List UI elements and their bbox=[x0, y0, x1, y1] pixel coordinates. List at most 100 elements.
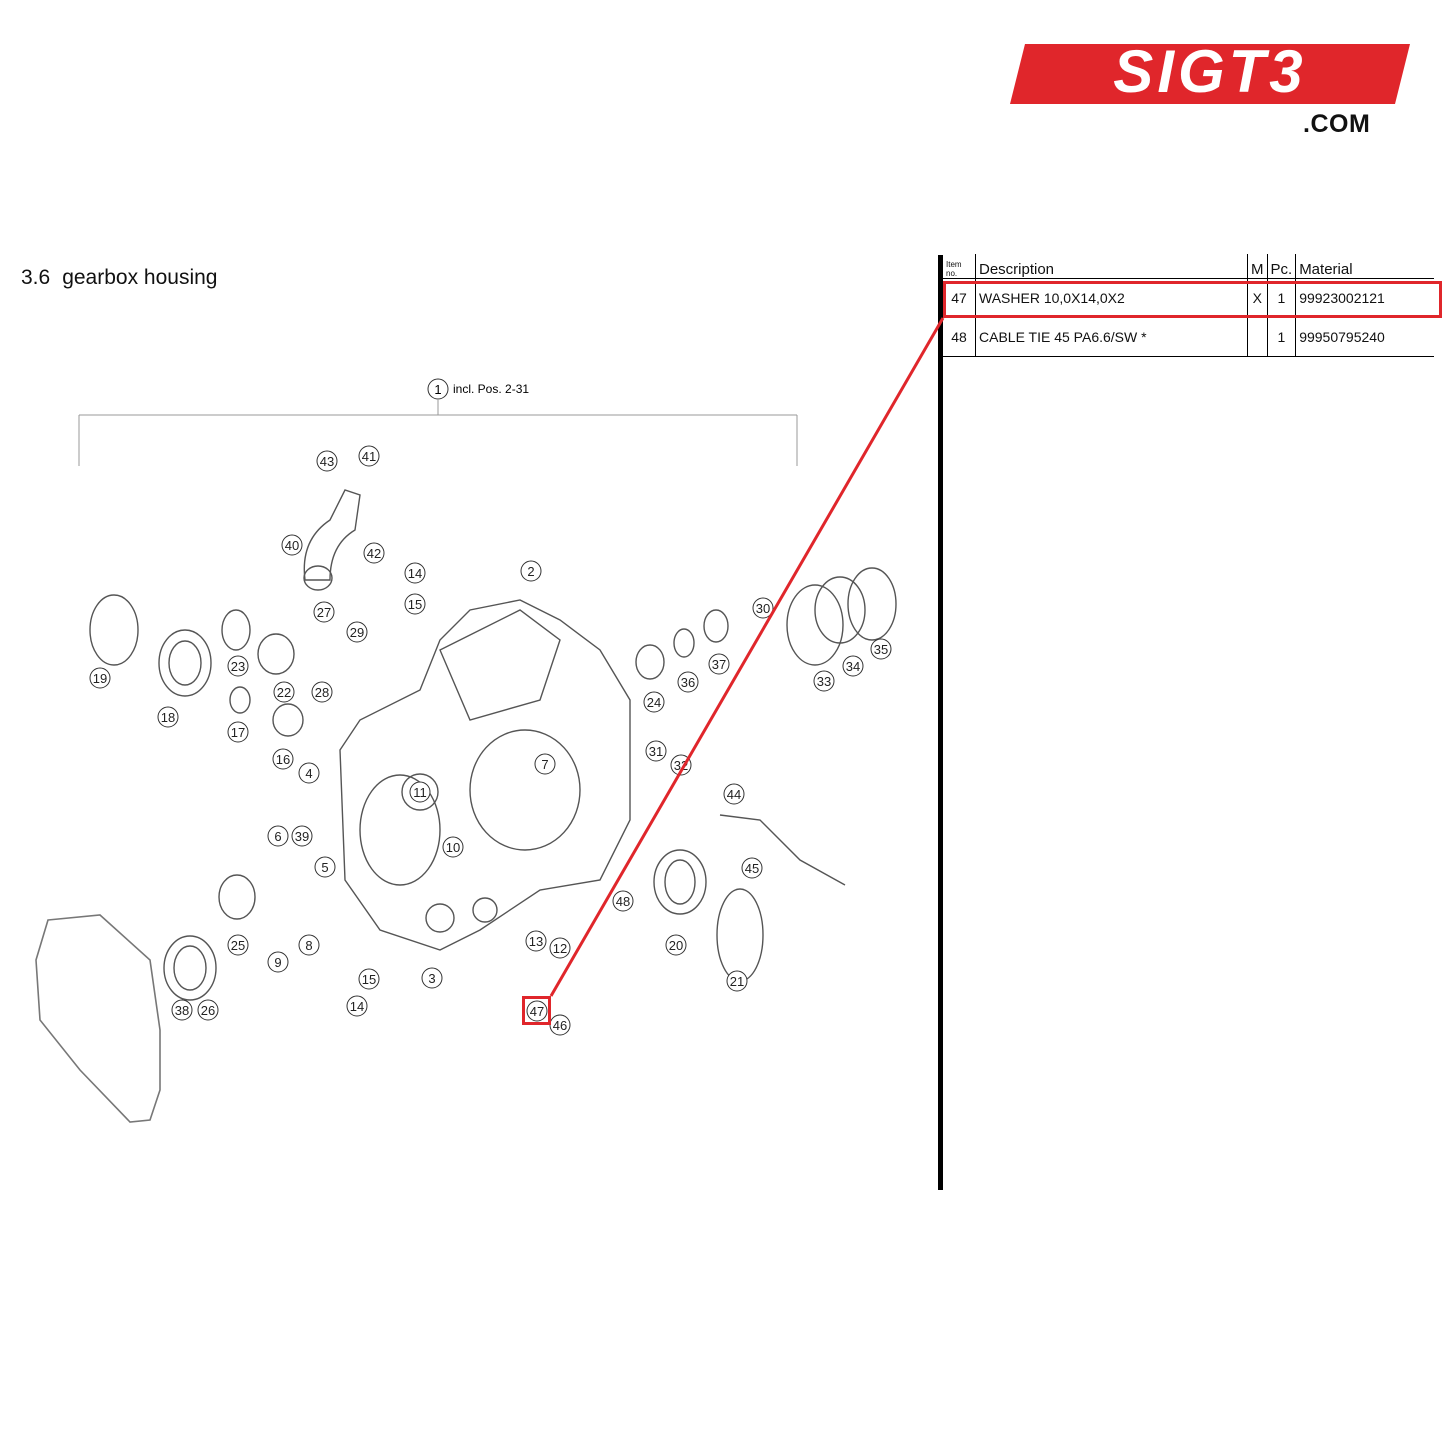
callout: 35 bbox=[870, 638, 892, 660]
svg-text:33: 33 bbox=[817, 674, 831, 689]
table-row[interactable]: 48 CABLE TIE 45 PA6.6/SW * 1 99950795240 bbox=[943, 317, 1434, 357]
svg-text:24: 24 bbox=[647, 695, 661, 710]
svg-text:21: 21 bbox=[730, 974, 744, 989]
callout: 4 bbox=[298, 762, 320, 784]
svg-text:34: 34 bbox=[846, 659, 860, 674]
callout: 9 bbox=[267, 951, 289, 973]
gasket bbox=[35, 914, 161, 1123]
callout: 25 bbox=[227, 934, 249, 956]
callout-highlighted: 47 bbox=[526, 1000, 548, 1022]
callout: 5 bbox=[314, 856, 336, 878]
callout: 37 bbox=[708, 653, 730, 675]
callout: 48 bbox=[612, 890, 634, 912]
callout: 39 bbox=[291, 825, 313, 847]
header-m: M bbox=[1247, 254, 1268, 279]
table-divider-bar bbox=[938, 255, 943, 1190]
exploded-view-diagram: 1 incl. Pos. 2-31 43 41 bbox=[35, 378, 897, 1123]
callout: 24 bbox=[643, 691, 665, 713]
group-number: 1 bbox=[434, 382, 441, 397]
logo-dotcom: .COM bbox=[1303, 110, 1371, 138]
row-material: 99950795240 bbox=[1295, 317, 1434, 357]
row-description: WASHER 10,0X14,0X2 bbox=[975, 278, 1248, 318]
callout: 45 bbox=[741, 857, 763, 879]
section-name: gearbox housing bbox=[62, 266, 218, 289]
sigt3-logo: SIGT3 bbox=[1010, 38, 1410, 105]
svg-text:2: 2 bbox=[527, 564, 534, 579]
group-label: incl. Pos. 2-31 bbox=[453, 382, 529, 396]
svg-text:23: 23 bbox=[231, 659, 245, 674]
svg-text:3: 3 bbox=[428, 971, 435, 986]
svg-text:17: 17 bbox=[231, 725, 245, 740]
svg-text:22: 22 bbox=[277, 685, 291, 700]
callout: 41 bbox=[358, 445, 380, 467]
svg-text:12: 12 bbox=[553, 941, 567, 956]
svg-text:13: 13 bbox=[529, 934, 543, 949]
callout: 3 bbox=[421, 967, 443, 989]
svg-text:4: 4 bbox=[305, 766, 312, 781]
svg-text:36: 36 bbox=[681, 675, 695, 690]
svg-text:SIGT3: SIGT3 bbox=[1113, 38, 1306, 105]
header-description: Description bbox=[975, 254, 1248, 279]
svg-text:11: 11 bbox=[413, 785, 427, 800]
svg-text:18: 18 bbox=[161, 710, 175, 725]
callout: 27 bbox=[313, 601, 335, 623]
callout: 44 bbox=[723, 783, 745, 805]
callout: 36 bbox=[677, 671, 699, 693]
callout: 6 bbox=[267, 825, 289, 847]
callout: 26 bbox=[197, 999, 219, 1021]
callout: 46 bbox=[549, 1014, 571, 1036]
callout: 8 bbox=[298, 934, 320, 956]
row-item-no: 48 bbox=[943, 317, 976, 357]
parts-table: Item no. Description M Pc. Material 47 W… bbox=[943, 254, 1434, 357]
callout: 10 bbox=[442, 836, 464, 858]
svg-text:7: 7 bbox=[541, 757, 548, 772]
svg-text:29: 29 bbox=[350, 625, 364, 640]
header-pc: Pc. bbox=[1267, 254, 1297, 279]
header-material: Material bbox=[1299, 261, 1353, 278]
callout: 20 bbox=[665, 934, 687, 956]
svg-text:46: 46 bbox=[553, 1018, 567, 1033]
svg-text:9: 9 bbox=[274, 955, 281, 970]
callout: 22 bbox=[273, 681, 295, 703]
callout: 40 bbox=[281, 534, 303, 556]
svg-text:35: 35 bbox=[874, 642, 888, 657]
svg-text:14: 14 bbox=[350, 999, 364, 1014]
svg-text:44: 44 bbox=[727, 787, 741, 802]
callout: 31 bbox=[645, 740, 667, 762]
svg-text:5: 5 bbox=[321, 860, 328, 875]
callout: 17 bbox=[227, 721, 249, 743]
svg-text:37: 37 bbox=[712, 657, 726, 672]
svg-text:28: 28 bbox=[315, 685, 329, 700]
svg-text:31: 31 bbox=[649, 744, 663, 759]
callout: 18 bbox=[157, 706, 179, 728]
callout: 15 bbox=[358, 968, 380, 990]
sensor-cable bbox=[719, 814, 846, 886]
svg-text:14: 14 bbox=[408, 566, 422, 581]
svg-text:16: 16 bbox=[276, 752, 290, 767]
svg-text:19: 19 bbox=[93, 671, 107, 686]
callout: 11 bbox=[409, 781, 431, 803]
svg-text:39: 39 bbox=[295, 829, 309, 844]
svg-text:42: 42 bbox=[367, 546, 381, 561]
callout: 7 bbox=[534, 753, 556, 775]
svg-text:10: 10 bbox=[446, 840, 460, 855]
gearbox-housing bbox=[339, 599, 631, 951]
svg-text:40: 40 bbox=[285, 538, 299, 553]
highlighted-row-box bbox=[943, 281, 1442, 318]
svg-text:6: 6 bbox=[274, 829, 281, 844]
row-pc: 1 bbox=[1267, 278, 1297, 318]
highlighted-callout-box bbox=[522, 996, 551, 1025]
svg-text:45: 45 bbox=[745, 861, 759, 876]
row-item-no: 47 bbox=[943, 278, 976, 318]
callout: 2 bbox=[520, 560, 542, 582]
callout: 16 bbox=[272, 748, 294, 770]
svg-text:43: 43 bbox=[320, 454, 334, 469]
row-description: CABLE TIE 45 PA6.6/SW * bbox=[975, 317, 1248, 357]
callout: 21 bbox=[726, 970, 748, 992]
svg-text:32: 32 bbox=[674, 758, 688, 773]
table-row[interactable]: 47 WASHER 10,0X14,0X2 X 1 99923002121 bbox=[943, 278, 1434, 318]
callout: 13 bbox=[525, 930, 547, 952]
svg-text:38: 38 bbox=[175, 1003, 189, 1018]
row-m bbox=[1247, 317, 1268, 357]
callout: 12 bbox=[549, 937, 571, 959]
